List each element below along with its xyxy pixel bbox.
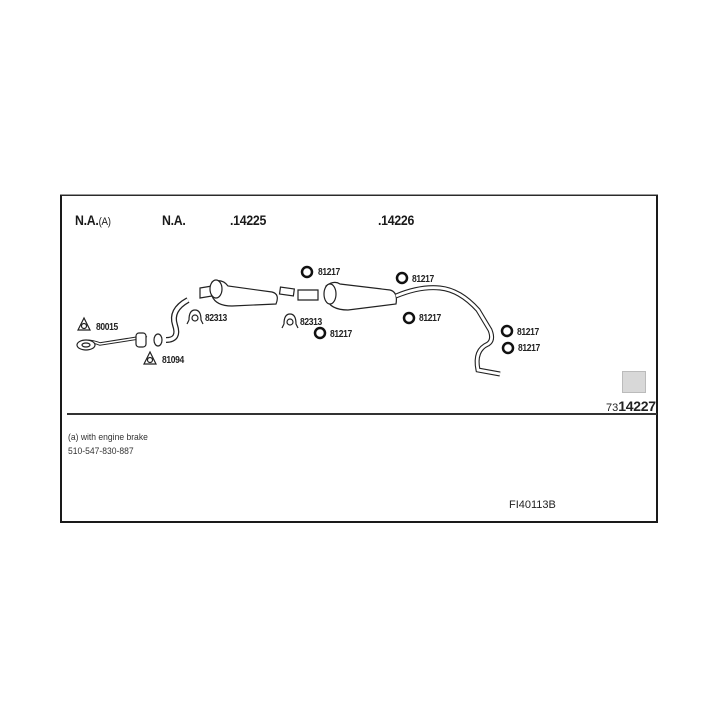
part-label-81217-e[interactable]: 81217 bbox=[517, 327, 539, 338]
ring-icon-5 bbox=[500, 324, 514, 338]
header-col1: N.A.(A) bbox=[75, 212, 111, 228]
part-label-82313-b[interactable]: 82313 bbox=[300, 317, 322, 328]
ring-icon-1 bbox=[300, 265, 314, 279]
gasket-ring bbox=[153, 333, 163, 347]
note-part-numbers: 510-547-830-887 bbox=[68, 446, 134, 457]
part-label-80015[interactable]: 80015 bbox=[96, 322, 118, 333]
muffler-14225 bbox=[199, 279, 296, 307]
ring-icon-2 bbox=[313, 326, 327, 340]
note-engine-brake: (a) with engine brake bbox=[68, 432, 148, 443]
header-col3: .14225 bbox=[230, 212, 267, 228]
qr-code-icon bbox=[622, 371, 646, 393]
frame-top-line bbox=[60, 194, 658, 195]
ring-icon-4 bbox=[402, 311, 416, 325]
divider-line bbox=[67, 413, 657, 415]
muffler-14226 bbox=[297, 281, 397, 311]
ring-icon-3 bbox=[395, 271, 409, 285]
front-pipe bbox=[76, 332, 148, 351]
part-label-81217-f[interactable]: 81217 bbox=[518, 343, 540, 354]
tail-pipe bbox=[395, 285, 501, 377]
s-bend-pipe bbox=[165, 297, 190, 343]
part-label-81094[interactable]: 81094 bbox=[162, 355, 184, 366]
part-label-81217-a[interactable]: 81217 bbox=[318, 267, 340, 278]
header-col2: N.A. bbox=[162, 212, 186, 228]
diagram-frame bbox=[60, 194, 658, 523]
header-col4: .14226 bbox=[378, 212, 415, 228]
part-label-81217-d[interactable]: 81217 bbox=[419, 313, 441, 324]
reference-number: 7314227 bbox=[606, 398, 656, 414]
diagram-code: FI40113B bbox=[509, 499, 556, 511]
part-label-81217-b[interactable]: 81217 bbox=[330, 329, 352, 340]
ring-icon-6 bbox=[501, 341, 515, 355]
part-label-82313-a[interactable]: 82313 bbox=[205, 313, 227, 324]
part-label-81217-c[interactable]: 81217 bbox=[412, 274, 434, 285]
